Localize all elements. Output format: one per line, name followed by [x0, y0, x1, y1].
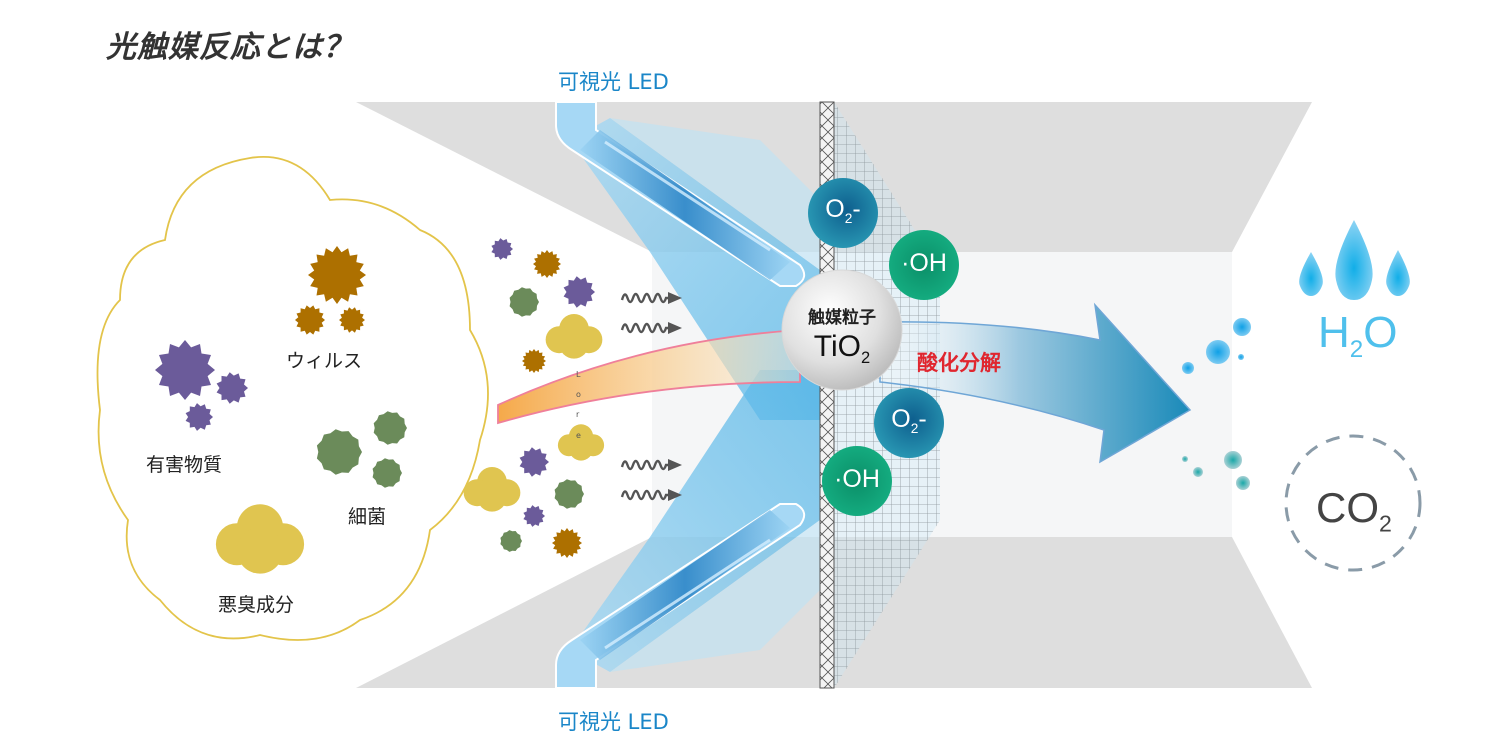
- category-label-harmful: 有害物質: [146, 454, 223, 476]
- radical-oh-bottom: [822, 446, 892, 516]
- bottom-beam: [570, 370, 820, 672]
- bacteria-icon: [316, 429, 362, 475]
- category-label-virus: ウィルス: [286, 350, 363, 372]
- radical-main: O: [891, 405, 911, 433]
- bubble: [1233, 318, 1251, 336]
- bacteria-icon: [372, 458, 402, 488]
- oxidation-arrow: [879, 302, 1192, 464]
- stray-letter: r: [576, 410, 580, 419]
- water-bubbles: [1182, 318, 1251, 374]
- bacteria-icon: [373, 411, 407, 445]
- catalyst-label: 触媒粒子: [808, 308, 876, 328]
- pollutant-stream-band: [497, 329, 801, 425]
- bottom-beam-spread: [610, 520, 820, 672]
- oxidation-label: 酸化分解: [917, 351, 1001, 375]
- formula-main: H: [1318, 308, 1350, 357]
- radical-suffix: -: [852, 195, 861, 223]
- water-drop-icon: [1386, 250, 1410, 296]
- particles: [155, 238, 605, 574]
- product-co2-label: CO2: [1316, 484, 1392, 537]
- virus-icon: [308, 246, 366, 304]
- top-beam-spread: [610, 118, 820, 270]
- product-water-label: H2O: [1318, 308, 1397, 364]
- category-label-bacteria: 細菌: [348, 506, 387, 528]
- filter-edge-pattern: [819, 101, 835, 689]
- radical-o2-top: [808, 178, 878, 248]
- bubble: [1182, 456, 1188, 462]
- wavy-arrow-icon: [620, 322, 682, 334]
- virus-icon: [295, 305, 325, 335]
- wavy-arrow-icon: [620, 489, 682, 501]
- bubble: [1224, 451, 1242, 469]
- harmful-substance-icon: [185, 403, 213, 431]
- formula-tail: O: [1363, 308, 1398, 357]
- formula-sub: 2: [1349, 335, 1364, 363]
- radical-sub: 2: [844, 211, 853, 226]
- radical-sub: 2: [910, 421, 919, 436]
- virus-icon: [533, 250, 561, 278]
- virus-icon: [339, 307, 365, 333]
- formula-sub: 2: [1379, 510, 1392, 537]
- stray-letter: L: [576, 370, 581, 379]
- radical-label-o2-bottom: O2-: [874, 405, 944, 436]
- radical-oh-top: [889, 230, 959, 300]
- radical-label-oh-bottom: ·OH: [834, 465, 880, 493]
- harmful-substance-icon: [155, 340, 215, 400]
- odor-icon: [545, 314, 603, 359]
- wavy-arrow-icon: [620, 292, 682, 304]
- radical-label-o2-top: O2-: [808, 195, 878, 226]
- radical-main: O: [825, 195, 845, 223]
- odor-icon: [215, 504, 305, 574]
- led-tube-bottom: [555, 503, 806, 689]
- water-drop-icon: [1299, 252, 1323, 296]
- bubble: [1206, 340, 1230, 364]
- bubble: [1193, 467, 1203, 477]
- radical-suffix: -: [918, 405, 927, 433]
- water-drop-icon: [1335, 220, 1373, 300]
- virus-icon: [522, 349, 546, 373]
- odor-icon: [557, 424, 605, 461]
- formula-sub: 2: [861, 349, 871, 367]
- led-tube-top: [555, 101, 806, 287]
- water-drops: [1299, 220, 1410, 300]
- co2-bubbles: [1182, 451, 1250, 490]
- led-label-bottom: 可視光 LED: [558, 710, 669, 734]
- bubble: [1182, 362, 1194, 374]
- formula-main: TiO: [813, 330, 862, 363]
- harmful-substance-icon: [491, 238, 513, 260]
- airflow-arrows: [620, 292, 682, 501]
- bacteria-icon: [554, 479, 584, 509]
- tio2-particle: [781, 269, 903, 391]
- radical-label-oh-top: ·OH: [901, 249, 947, 277]
- pollutant-cloud: [96, 156, 489, 641]
- virus-icon: [552, 528, 582, 558]
- harmful-substance-icon: [523, 505, 545, 527]
- formula-main: CO: [1316, 484, 1379, 531]
- duct: [356, 102, 1312, 688]
- category-label-odor: 悪臭成分: [218, 594, 295, 616]
- bacteria-icon: [509, 287, 539, 317]
- bacteria-icon: [500, 530, 522, 552]
- catalyst-formula: TiO2: [788, 330, 896, 368]
- page-title: 光触媒反応とは？: [106, 30, 354, 65]
- harmful-substance-icon: [563, 276, 595, 308]
- bubble: [1236, 476, 1250, 490]
- wavy-arrow-icon: [620, 459, 682, 471]
- harmful-substance-icon: [519, 447, 549, 477]
- stray-letter: e: [576, 431, 581, 440]
- harmful-substance-icon: [216, 372, 248, 404]
- led-label-top: 可視光 LED: [558, 70, 669, 94]
- odor-icon: [463, 467, 521, 512]
- bubble: [1238, 354, 1244, 360]
- co2-dashed-circle: [1284, 434, 1422, 572]
- stray-letter: o: [576, 390, 581, 399]
- radical-o2-bottom: [874, 388, 944, 458]
